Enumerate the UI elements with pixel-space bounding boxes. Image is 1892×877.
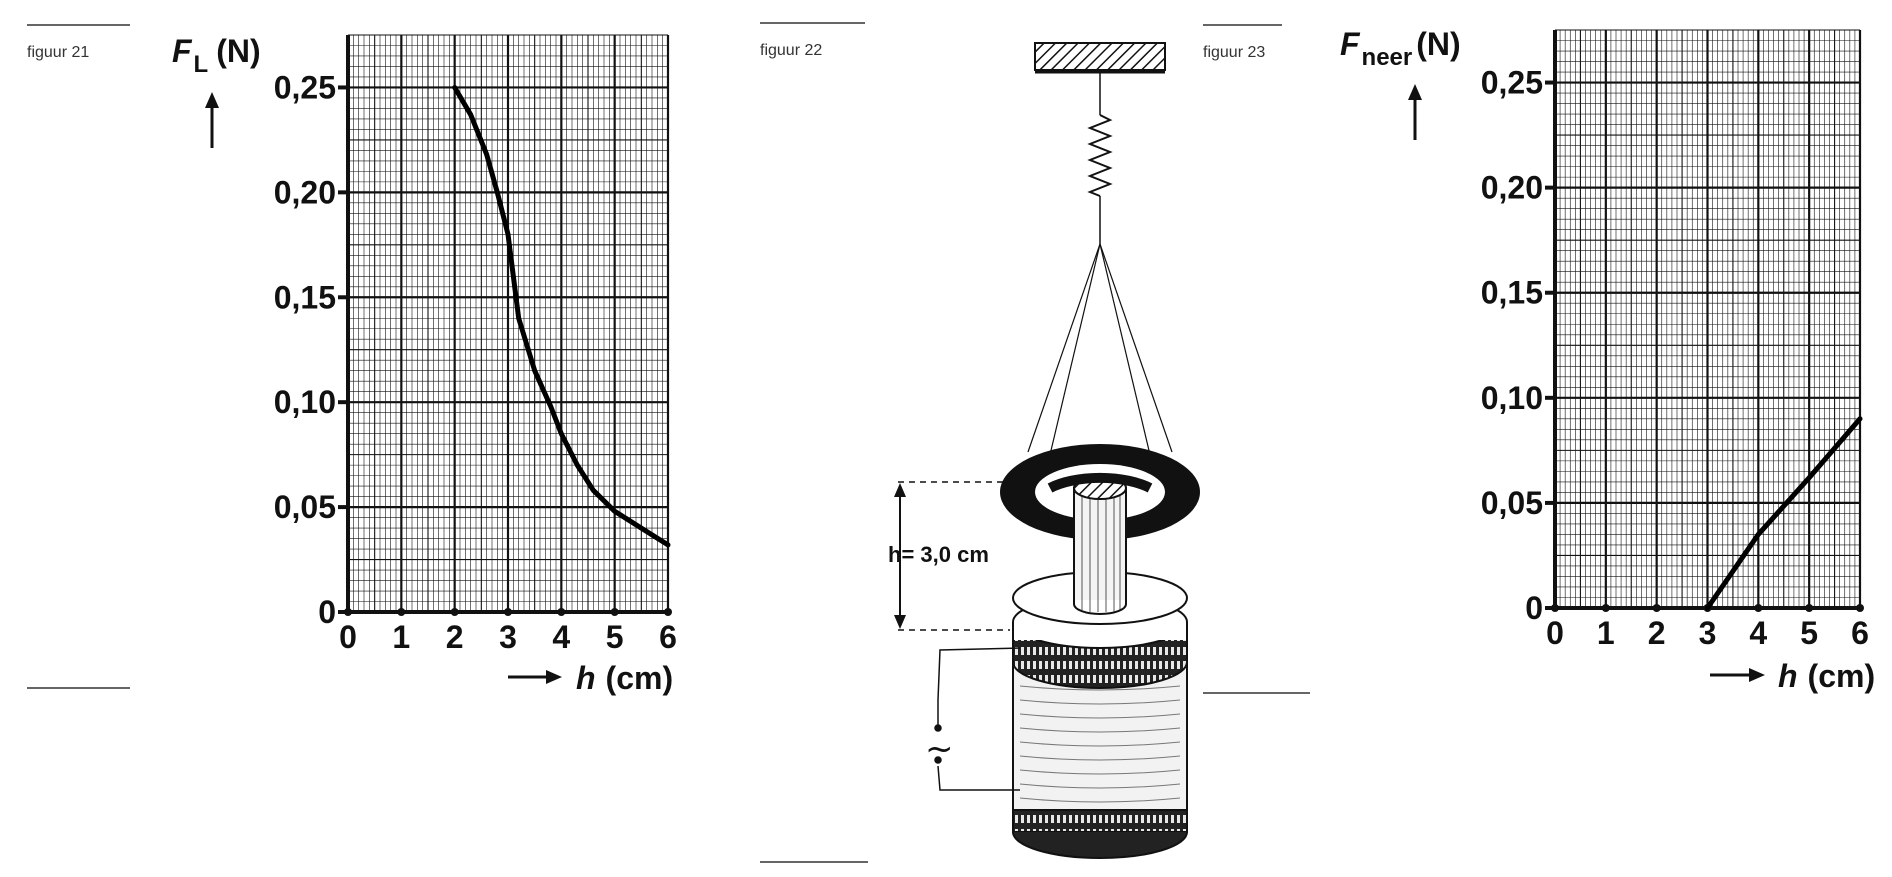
- fig21-y-tick-label: 0,05: [274, 489, 336, 525]
- fig21-x-tick-label: 1: [392, 619, 410, 655]
- fig21-xlabel-symbol: h: [576, 660, 596, 696]
- height-label: h= 3,0 cm: [888, 542, 989, 567]
- fig22-caption: figuur 22: [760, 42, 822, 59]
- fig23-x-tick-label: 4: [1749, 615, 1767, 651]
- fig23-grid: [1553, 29, 1862, 610]
- fig21-grid: [346, 34, 670, 614]
- svg-text:h(cm): h (cm): [576, 660, 673, 696]
- fig23-x-tick-label: 3: [1699, 615, 1717, 651]
- fig21-x-tick-label: 2: [446, 619, 464, 655]
- fig21-ylabel-symbol: F: [172, 33, 193, 69]
- fig21-y-tick-label: 0: [318, 594, 336, 630]
- fig21-curve: [452, 85, 671, 548]
- fig23-ylabel-symbol: F: [1340, 26, 1361, 62]
- svg-text:Fneer(N): Fneer(N): [1340, 26, 1461, 71]
- fig23-x-tick-label: 5: [1800, 615, 1818, 651]
- ac-symbol: ~: [925, 729, 954, 769]
- fig23-y-axis-label: Fneer(N): [1340, 26, 1461, 140]
- fig23-y-tick-label: 0: [1525, 590, 1543, 626]
- fig21-y-tick-label: 0,10: [274, 384, 336, 420]
- fig23-caption: figuur 23: [1203, 44, 1265, 61]
- fig21-y-axis-label: FL (N): [172, 33, 261, 148]
- fig21-y-arrow-head: [205, 92, 219, 108]
- fig21-xlabel-unit: (cm): [606, 660, 674, 696]
- coil: [1012, 560, 1188, 859]
- fig23-x-tick: [1601, 604, 1610, 612]
- fig21-y-tick-label: 0,15: [274, 279, 336, 315]
- svg-text:h(cm): h (cm): [1778, 658, 1875, 694]
- fig21-x-tick-label: 5: [606, 619, 624, 655]
- fig21-ylabel-unit: (N): [216, 33, 260, 69]
- fig21-x-axis-label: h (cm): [508, 660, 673, 696]
- fig23-y-tick-label: 0,20: [1481, 170, 1543, 206]
- figure-22: figuur 22 h= 3,0 cm: [760, 22, 1200, 863]
- fig21-ylabel-subscript: L: [194, 51, 209, 78]
- fig21-x-tick-label: 6: [659, 619, 677, 655]
- fig21-y-tick-label: 0,25: [274, 69, 336, 105]
- fig23-y-tick-label: 0,10: [1481, 380, 1543, 416]
- fig21-x-tick-label: 4: [552, 619, 570, 655]
- fig21-caption: figuur 21: [27, 44, 89, 61]
- fig23-x-tick-label: 2: [1648, 615, 1666, 651]
- spring: [1087, 114, 1113, 197]
- fig23-xlabel-unit: (cm): [1808, 658, 1876, 694]
- fig23-x-axis-label: h (cm): [1710, 658, 1875, 694]
- fig23-x-tick-label: 0: [1546, 615, 1564, 651]
- fig21-x-tick: [504, 608, 512, 616]
- fig23-ylabel-subscript: neer: [1362, 44, 1413, 71]
- fig21-x-tick: [610, 608, 619, 616]
- fig23-x-tick: [1652, 604, 1661, 612]
- fig21-x-tick-label: 3: [499, 619, 517, 655]
- fig23-y-tick-label: 0,25: [1481, 65, 1543, 101]
- fig23-y-tick-label: 0,05: [1481, 485, 1543, 521]
- fig21-x-tick: [397, 608, 406, 616]
- fig23-y-tick-label: 0,15: [1481, 275, 1543, 311]
- fig21-x-tick: [557, 608, 566, 616]
- fig23-x-tick-label: 6: [1851, 615, 1869, 651]
- fig23-x-tick-label: 1: [1597, 615, 1615, 651]
- fig21-x-arrow-head: [546, 670, 562, 684]
- height-dimension: h= 3,0 cm: [888, 481, 1010, 631]
- fig21-x-tick: [450, 608, 459, 616]
- suspension-threads: [1027, 243, 1173, 481]
- fig21-x-tick-label: 0: [339, 619, 357, 655]
- ac-circuit: [934, 647, 1021, 791]
- ceiling-mount: [1034, 42, 1166, 71]
- svg-text:FL(N): FL (N): [172, 33, 261, 78]
- fig23-x-arrow-head: [1749, 668, 1765, 682]
- fig21-y-tick-label: 0,20: [274, 174, 336, 210]
- fig23-x-tick: [1805, 604, 1814, 612]
- fig23-curve: [1705, 416, 1863, 611]
- fig23-x-tick: [1856, 604, 1864, 612]
- fig23-y-arrow-head: [1408, 84, 1422, 100]
- fig23-ylabel-unit: (N): [1416, 26, 1460, 62]
- fig23-x-tick: [1754, 604, 1763, 612]
- fig21-x-tick: [664, 608, 672, 616]
- fig23-xlabel-symbol: h: [1778, 658, 1798, 694]
